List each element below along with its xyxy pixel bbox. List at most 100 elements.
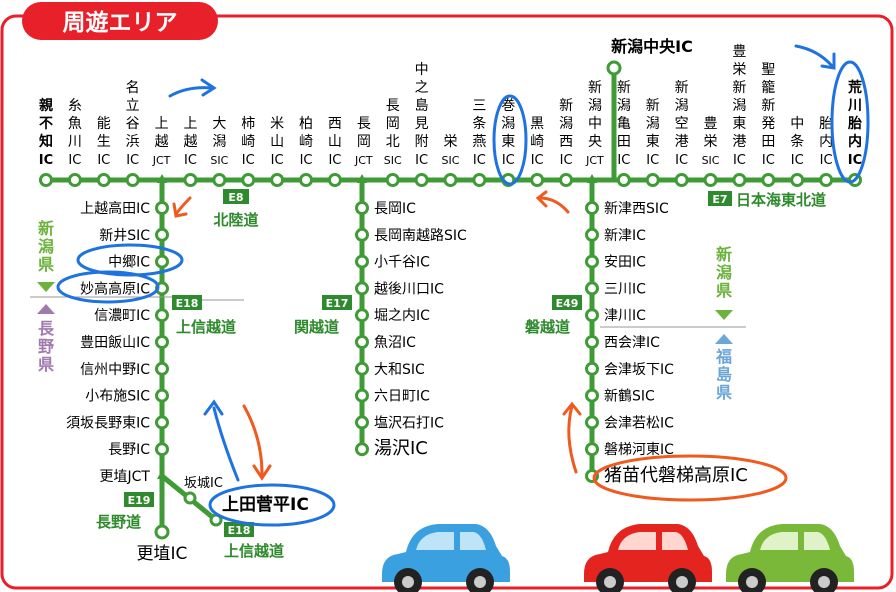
main-station-label-char: 山 [328,134,342,150]
blue-arrow-right-top-head [820,52,836,70]
main-station-label-char: IC [39,153,53,168]
branch-station-dot [155,254,169,269]
branch-station-label: 魚沼IC [374,335,416,351]
branch-station-dot [585,227,599,242]
main-station-label-char: 能 [97,116,111,132]
branch-station-dot [355,308,369,323]
main-station-label-char: IC [328,153,341,168]
blue-car-window [416,532,486,550]
main-station-label-char: 新 [617,80,631,96]
branch-station-dot [355,281,369,296]
main-station-label-char: 崎 [299,134,313,150]
niigata-right-char-2: 潟 [716,263,732,282]
blue-circle-araka-tainai [830,60,870,184]
main-station-label-char: 燕 [472,134,486,150]
blue-car-illustration [382,524,510,592]
main-station-label-char: IC [762,153,775,168]
nagano-char-2: 野 [38,337,54,356]
red-car-illustration [584,524,712,592]
main-station-label-char: IC [560,153,573,168]
kanetsu-stations: 長岡IC長岡南越路SIC小千谷IC越後川口IC堀之内IC魚沼IC大和SIC六日町… [355,201,467,459]
main-station-dot [530,173,545,187]
main-station-label-char: 新 [646,98,660,114]
main-station-label-char: 栄 [444,134,458,150]
main-station-dot [443,173,458,187]
main-station-label-char: IC [820,153,833,168]
main-station-label-char: IC [97,153,110,168]
joshinetsu-code-badge [172,295,202,310]
main-station-label-char: 附 [415,134,429,150]
main-station-label-char: IC [791,153,804,168]
branch-station-dot [155,415,169,430]
branch-station-dot [355,227,369,242]
kanetsu-name: 関越道 [294,318,339,336]
branch-station-label: 小布施SIC [85,389,150,405]
orange-arrow-joshinetsu-head [172,202,188,218]
main-station-label-char: JCT [585,154,604,167]
main-station-label-char: 生 [97,134,111,150]
main-station-label-char: 東 [732,116,746,132]
branch-station-dot [585,335,599,349]
branch-station-label: 湯沢IC [374,438,428,459]
green-car-illustration [726,524,854,592]
niigata-left-char-1: 新 [38,219,54,238]
main-station-label-char: SIC [210,154,228,167]
blue-circle-maki-kata [492,94,528,186]
main-station-label-char: 籠 [761,80,775,96]
main-station-label-char: JCT [354,154,373,167]
main-station-dot [761,173,776,187]
prefecture-labels: 新 潟 県 長 野 県 新 潟 県 福 島 県 [37,219,733,402]
main-station-label-char: 潟 [732,98,746,114]
blue-circle-nakago [76,243,184,277]
main-station-label-char: SIC [442,154,460,167]
route-badges: E8 北陸道 E7 日本海東北道 E18 上信越道 E17 関越道 E49 磐越… [96,189,826,560]
main-station-dot [559,173,574,187]
main-station-label-char: 内 [819,134,833,150]
main-station-label-char: IC [646,153,659,168]
main-station-label-char: IC [184,153,197,168]
main-station-label-char: 聖 [761,62,775,78]
branch-station-label: 長野IC [108,442,150,458]
branch-station-dot [355,442,369,457]
joshinetsu-code: E18 [176,297,199,310]
main-station-label-char: 港 [732,134,746,150]
main-station-label-char: 巻 [501,98,515,114]
main-station-label-char: 内 [848,133,862,150]
main-station-dot [125,173,140,187]
main-station-label: 能生 IC [97,116,111,168]
niigata-chuo-jct-triangle [587,174,597,183]
branch-station-label: 堀之内IC [374,308,430,324]
main-station-label-char: 越 [155,134,169,150]
blue-circle-ueda [208,483,336,527]
banetsu-stations: 新津西SIC新津IC安田IC三川IC津川IC西会津IC会津坂下IC新鶴SIC会津… [585,201,748,486]
branch-station-dot [355,254,369,269]
branch-station-dot [155,388,169,403]
branch-station-dot [585,254,599,269]
sakaki-ic-label: 坂城IC [184,476,223,491]
banetsu-code: E49 [556,297,579,310]
branch-station-dot [155,361,169,376]
branch-station-label: 須坂長野東IC [66,415,150,431]
main-station-dot [241,173,256,187]
nagano-code: E19 [128,494,151,507]
branch-station-label: 信州中野IC [80,362,150,378]
main-station-dot [270,173,285,187]
main-station-label-char: IC [415,153,428,168]
main-station-label-char: 柏 [299,116,313,132]
main-station-label-char: 西 [559,134,573,150]
sakaki-ic-dot [183,491,197,505]
main-station-label-char: 立 [126,98,140,114]
main-station-label-char: IC [675,153,688,168]
orange-arrow-ueda-head [252,464,272,481]
branch-station-label: 新井SIC [99,228,150,244]
main-station-label-char: 黒 [530,116,544,132]
main-station-label-char: 新 [732,80,746,96]
main-station-label-char: 上 [183,116,197,132]
